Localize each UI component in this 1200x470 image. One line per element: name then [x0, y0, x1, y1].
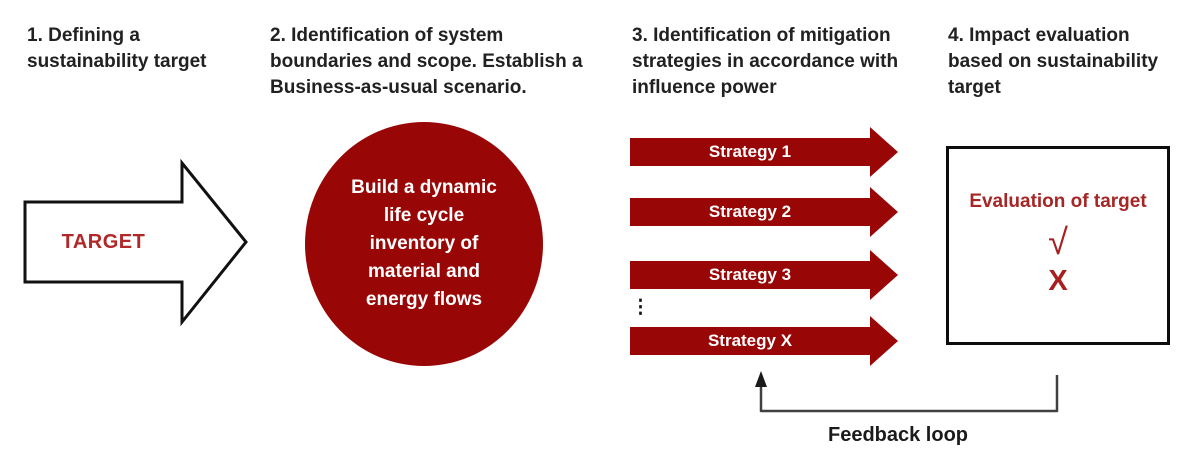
step-1-heading: 1. Defining a sustainability target — [27, 25, 207, 72]
check-mark-icon: √ — [1048, 221, 1068, 262]
strategy-arrow-1 — [630, 127, 898, 177]
target-arrow-shape — [23, 158, 248, 327]
evaluation-box — [946, 146, 1170, 345]
strategy-2-label: Strategy 2 — [708, 202, 792, 221]
strategy-1-label: Strategy 1 — [708, 142, 792, 161]
strategy-arrow-x — [630, 316, 898, 366]
step-2-heading: 2. Identification of system boundaries a… — [270, 25, 583, 98]
cross-mark-icon: X — [1048, 265, 1068, 297]
strategy-x-label: Strategy X — [707, 331, 793, 350]
target-arrow-label: TARGET — [61, 231, 146, 253]
feedback-loop-line — [759, 375, 1059, 413]
inventory-circle-text: Build a dynamic life cycle inventory of … — [351, 177, 497, 310]
step-3-heading: 3. Identification of mitigation strategi… — [632, 25, 899, 98]
step-4-heading: 4. Impact evaluation based on sustainabi… — [948, 25, 1159, 98]
strategy-arrow-2 — [630, 187, 898, 237]
strategies-ellipsis-icon: ⋮ — [631, 297, 650, 318]
strategy-3-label: Strategy 3 — [708, 265, 792, 284]
strategy-arrow-3 — [630, 250, 898, 300]
inventory-circle-shape — [305, 122, 543, 366]
feedback-loop-arrowhead — [755, 371, 767, 387]
feedback-loop-label: Feedback loop — [827, 424, 969, 446]
evaluation-box-title: Evaluation of target — [969, 191, 1147, 212]
